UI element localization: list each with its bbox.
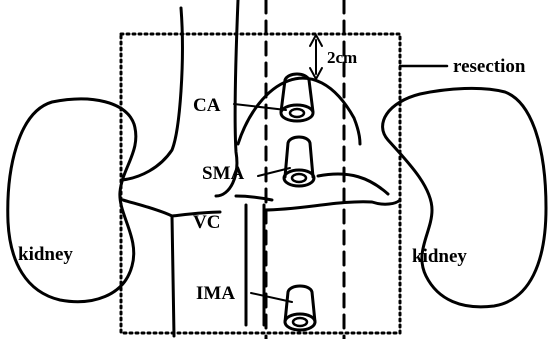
kidney-left bbox=[8, 99, 136, 302]
ima-label: IMA bbox=[196, 283, 235, 304]
sma-label: SMA bbox=[202, 163, 245, 184]
ca-ostium-outer bbox=[281, 105, 313, 121]
ca-label: CA bbox=[193, 95, 221, 116]
ima-ostium-outer bbox=[285, 314, 315, 330]
sma-ostium-inner bbox=[292, 174, 306, 182]
kidney-right-label: kidney bbox=[412, 246, 467, 267]
right-renal-vein-lower bbox=[264, 200, 400, 210]
resection-arc bbox=[238, 78, 360, 144]
vc-label: VC bbox=[193, 212, 220, 233]
ima-leader bbox=[251, 293, 292, 302]
ima-ostium-inner bbox=[293, 318, 307, 326]
ca-leader bbox=[234, 104, 286, 110]
resection-label: resection bbox=[453, 56, 526, 77]
sma-ostium-outer bbox=[284, 170, 314, 186]
ca-ostium-inner bbox=[290, 109, 304, 117]
kidney-right bbox=[383, 88, 546, 306]
kidney-left-label: kidney bbox=[18, 244, 73, 265]
right-renal-vein-upper bbox=[318, 174, 388, 194]
resection-box bbox=[121, 34, 400, 333]
distance-label: 2cm bbox=[327, 48, 357, 67]
